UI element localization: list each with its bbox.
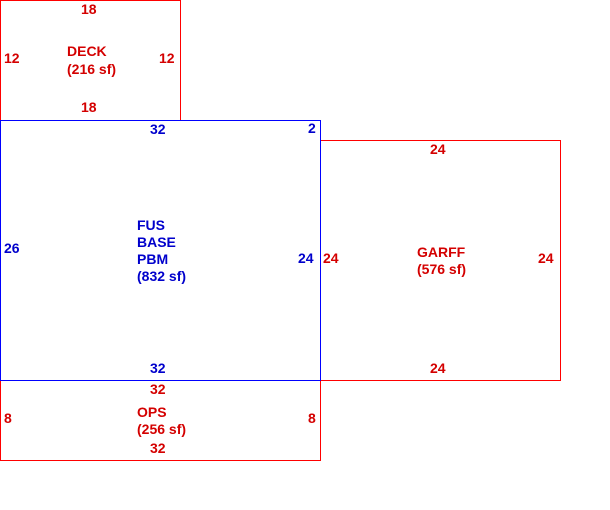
garage-right-dimension: 24 (538, 250, 554, 266)
deck-bottom-dimension: 18 (81, 99, 97, 115)
deck-area-label: (216 sf) (67, 61, 117, 77)
base-name-line-3: PBM (137, 251, 169, 267)
base-name-line-2: BASE (137, 234, 176, 250)
ops-left-dimension: 8 (4, 410, 12, 426)
base-outline (0, 120, 321, 381)
base-top-right-dimension: 2 (308, 120, 316, 136)
base-area-label: (832 sf) (137, 268, 187, 284)
ops-name-label: OPS (137, 404, 167, 420)
base-top-dimension: 32 (150, 121, 166, 137)
base-right-dimension: 24 (298, 250, 314, 266)
base-name-line-1: FUS (137, 217, 165, 233)
deck-top-dimension: 18 (81, 1, 97, 17)
deck-name-label: DECK (67, 43, 107, 59)
ops-area-label: (256 sf) (137, 421, 187, 437)
deck-left-dimension: 12 (4, 50, 20, 66)
garage-bottom-dimension: 24 (430, 360, 446, 376)
garage-area-label: (576 sf) (417, 261, 467, 277)
ops-top-dimension: 32 (150, 381, 166, 397)
garage-top-dimension: 24 (430, 141, 446, 157)
ops-right-dimension: 8 (308, 410, 316, 426)
garage-name-label: GARFF (417, 244, 466, 260)
garage-left-dimension: 24 (323, 250, 339, 266)
deck-right-dimension: 12 (159, 50, 175, 66)
base-bottom-dimension: 32 (150, 360, 166, 376)
base-left-dimension: 26 (4, 240, 20, 256)
ops-bottom-dimension: 32 (150, 440, 166, 456)
